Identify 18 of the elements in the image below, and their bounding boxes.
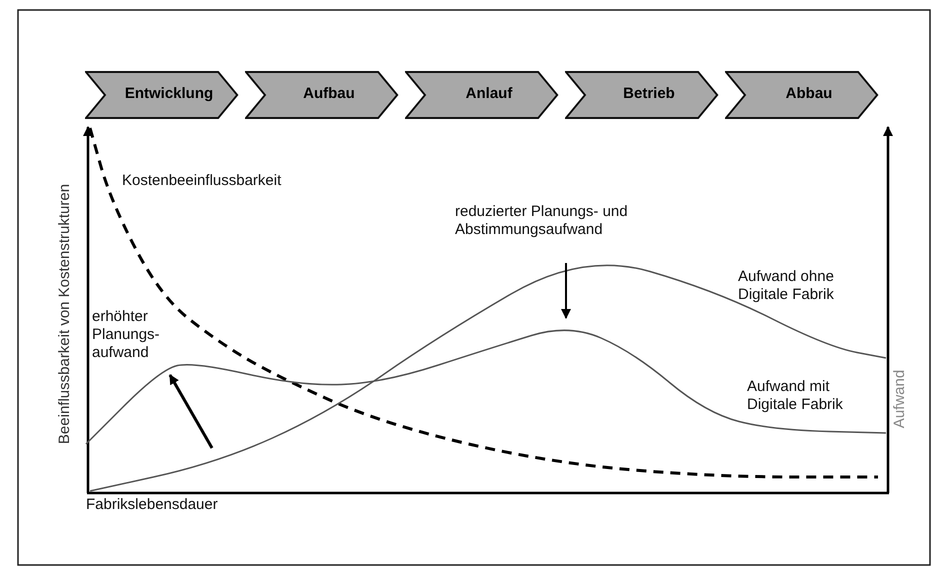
curve-label: Aufwand mit Digitale Fabrik [747,378,844,414]
phase-label: Betrieb [622,85,676,102]
curve-label: Kostenbeeinflussbarkeit [122,172,282,190]
phase-step [85,70,241,120]
phase-label: Anlauf [464,85,514,102]
annotation-text: reduzierter Planungs- und Abstimmungsaufwand [455,203,629,239]
phase-label: Abbau [784,85,834,102]
annotation-text: erhöhter Planungs- aufwand [92,308,161,362]
phase-step [245,70,401,120]
phase-step [565,70,721,120]
axis-title: Aufwand [891,368,909,430]
axis-title: Beeinflussbarkeit von Kostenstrukturen [56,182,74,446]
phase-label: Aufbau [302,85,356,102]
phase-step [405,70,561,120]
axis-title: Fabrikslebensdauer [86,496,218,514]
phase-label: Entwicklung [124,85,214,102]
curve-label: Aufwand ohne Digitale Fabrik [738,268,835,304]
phase-step [725,70,881,120]
